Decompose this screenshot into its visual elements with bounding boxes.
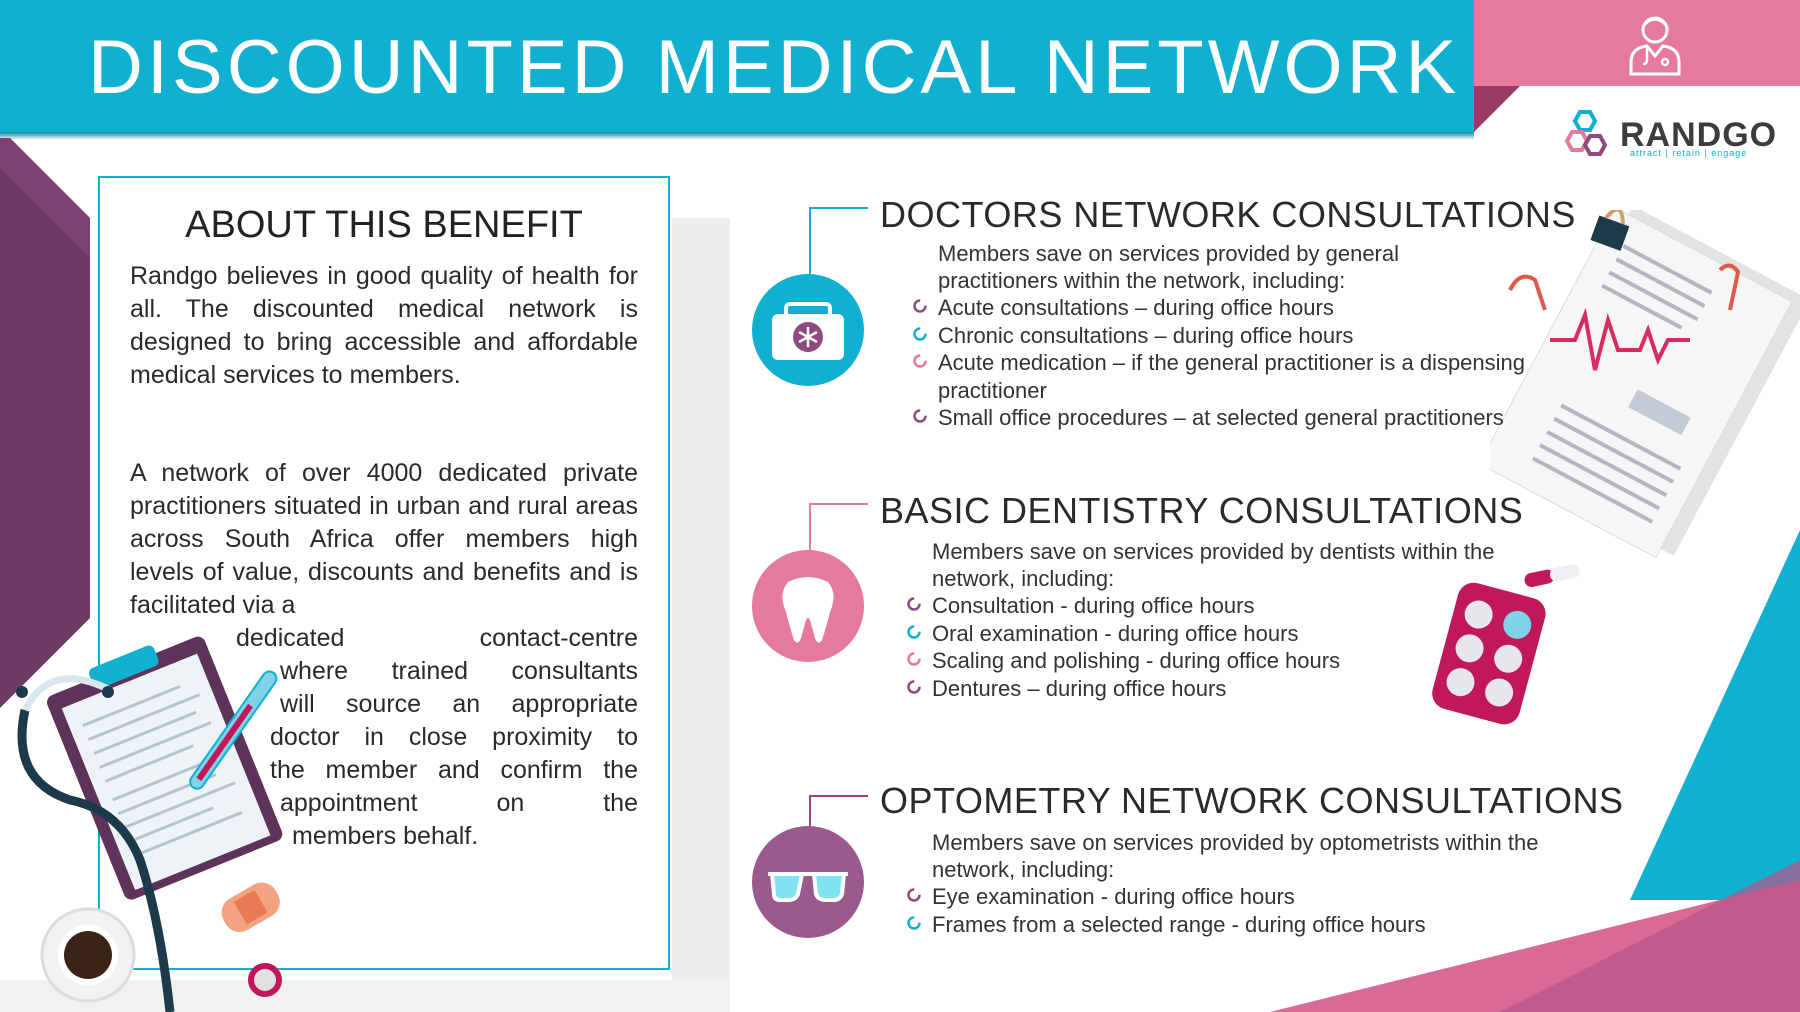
page-title: DISCOUNTED MEDICAL NETWORK xyxy=(88,25,1461,110)
about-line: where trained consultants xyxy=(280,657,638,685)
doctors-benefit-list: Acute consultations – during office hour… xyxy=(913,294,1558,432)
header-banner xyxy=(0,0,1474,138)
bullet-icon xyxy=(907,915,921,930)
medical-kit-icon xyxy=(752,274,864,386)
list-item: Dentures – during office hours xyxy=(907,675,1552,703)
glasses-icon xyxy=(752,826,864,938)
dentistry-section-description: Members save on services provided by den… xyxy=(932,539,1495,591)
gray-backdrop-panel xyxy=(672,218,730,1012)
about-paragraph-1: Randgo believes in good quality of healt… xyxy=(130,262,638,389)
bullet-icon xyxy=(907,624,921,639)
clipboard-stethoscope-illustration xyxy=(16,636,283,1012)
optometry-section-description: Members save on services provided by opt… xyxy=(932,830,1539,882)
logo-tagline: attract | retain | engage xyxy=(1630,148,1748,158)
about-line: doctor in close proximity to xyxy=(270,723,638,751)
header-tab-fold xyxy=(1474,86,1520,132)
capsule-icon xyxy=(1524,564,1580,587)
bullet-icon xyxy=(907,888,921,902)
doctors-section-title: DOCTORS NETWORK CONSULTATIONS xyxy=(880,194,1576,235)
bullet-icon xyxy=(907,679,921,694)
optometry-benefit-list: Eye examination - during office hours Fr… xyxy=(907,883,1552,939)
list-item: Chronic consultations – during office ho… xyxy=(913,322,1558,350)
about-paragraph-2: A network of over 4000 dedicated private… xyxy=(130,459,638,619)
bullet-icon xyxy=(913,326,927,341)
randgo-logo-icon xyxy=(1564,110,1608,156)
about-line: will source an appropriate xyxy=(280,690,638,718)
bullet-icon xyxy=(913,354,927,368)
pill-pack-illustration xyxy=(1432,582,1546,725)
list-item: Frames from a selected range - during of… xyxy=(907,911,1552,939)
about-line: the member and confirm the xyxy=(270,756,638,784)
about-line: members behalf. xyxy=(292,822,479,850)
bullet-icon xyxy=(907,597,921,611)
bullet-icon xyxy=(907,652,921,666)
list-item: Oral examination - during office hours xyxy=(907,620,1552,648)
dentistry-benefit-list: Consultation - during office hours Oral … xyxy=(907,592,1552,703)
header-pink-tab xyxy=(1474,0,1800,86)
bullet-icon xyxy=(913,299,927,313)
list-item: Acute consultations – during office hour… xyxy=(913,294,1558,322)
optometry-section-title: OPTOMETRY NETWORK CONSULTATIONS xyxy=(880,780,1624,821)
section-connector xyxy=(809,207,868,274)
logo-wordmark: RANDGO xyxy=(1620,116,1778,154)
list-item: Acute medication – if the general practi… xyxy=(913,349,1558,404)
left-purple-chevron xyxy=(0,138,90,708)
about-line: appointment on the xyxy=(280,789,638,817)
about-heading: ABOUT THIS BENEFIT xyxy=(185,204,583,246)
bullet-icon xyxy=(913,409,927,423)
about-paragraph-3: dedicated contact-centre where trained c… xyxy=(236,622,638,853)
about-line: dedicated contact-centre xyxy=(236,624,638,652)
list-item: Eye examination - during office hours xyxy=(907,883,1552,911)
banner-shadow xyxy=(0,132,1474,140)
section-connector xyxy=(809,503,868,556)
list-item: Consultation - during office hours xyxy=(907,592,1552,620)
dentistry-section-title: BASIC DENTISTRY CONSULTATIONS xyxy=(880,490,1524,531)
list-item: Scaling and polishing - during office ho… xyxy=(907,647,1552,675)
list-item: Small office procedures – at selected ge… xyxy=(913,404,1558,432)
doctor-icon xyxy=(1629,16,1681,76)
tooth-icon xyxy=(752,550,864,662)
doctors-section-description: Members save on services provided by gen… xyxy=(938,241,1400,293)
documents-illustration xyxy=(1490,210,1800,559)
